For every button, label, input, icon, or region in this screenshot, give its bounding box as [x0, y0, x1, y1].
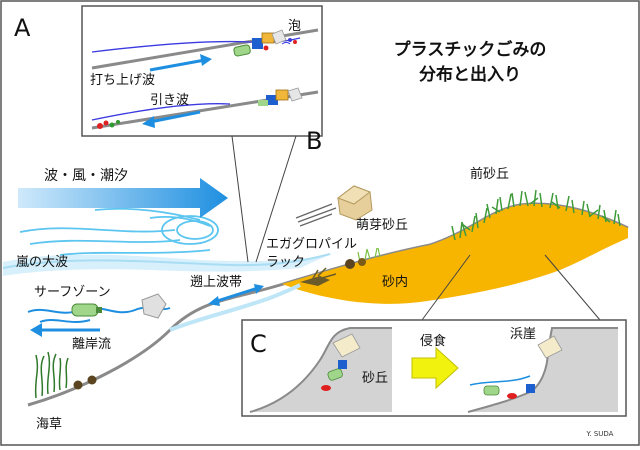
label-rip-current: 離岸流 [72, 337, 111, 352]
sea-urchin [87, 375, 97, 385]
storm-water-line [2, 253, 331, 269]
backwash-arrow [142, 110, 201, 128]
dune-after [468, 328, 618, 412]
label-foam: 泡 [288, 19, 301, 34]
label-wrack-line-1: エガグロパイル [266, 237, 357, 252]
swash-double-arrow [208, 284, 264, 306]
label-uprush: 打ち上げ波 [90, 73, 155, 88]
label-swash-zone: 遡上波帯 [190, 275, 242, 290]
label-dune: 砂丘 [362, 371, 388, 386]
erosion-arrow [411, 346, 459, 390]
credit-text: Y. SUDA [586, 430, 614, 438]
wrack-debris [300, 258, 366, 286]
waves-wind-tide-arrow [18, 178, 228, 218]
panel-b-connector [231, 135, 297, 263]
rip-current-arrow [30, 323, 100, 337]
backwash-waterline [91, 103, 231, 121]
panel-label-c: C [250, 330, 267, 358]
label-erosion: 侵食 [420, 333, 446, 349]
label-seaweed: 海草 [36, 417, 62, 432]
floating-box [141, 293, 167, 319]
label-wrack-line-2: ラック [266, 255, 305, 270]
panel-label-b: B [306, 127, 322, 155]
label-waves-wind-tide: 波・風・潮汐 [44, 168, 128, 184]
floating-bottle [71, 303, 102, 317]
dune-before-debris [321, 333, 361, 391]
sand-body [282, 204, 628, 304]
cardboard-box [336, 185, 373, 221]
label-cliff: 浜崖 [510, 327, 536, 342]
panel-c-connector [421, 254, 601, 321]
panel-b-debris-bottom [97, 87, 303, 129]
seaweed-plants [34, 351, 69, 399]
label-in-sand: 砂内 [382, 274, 408, 290]
title-line-2: 分布と出入り [419, 64, 521, 85]
panel-b-frame [81, 5, 323, 137]
label-backwash: 引き波 [150, 93, 189, 108]
foredune-grass [451, 189, 621, 241]
title-line-1: プラスチックごみの [394, 39, 547, 60]
label-surf-zone: サーフゾーン [34, 285, 111, 300]
cliff-waterline [469, 375, 531, 386]
panel-b-debris-top [233, 29, 297, 57]
label-storm-waves: 嵐の大波 [16, 255, 68, 270]
panel-label-a: A [14, 14, 31, 42]
sea-urchin [73, 380, 83, 390]
embryo-dune-grass [357, 247, 381, 263]
wind-swirls [19, 207, 219, 256]
label-embryo-dune: 萌芽砂丘 [356, 218, 408, 233]
label-foredune: 前砂丘 [470, 166, 509, 182]
dune-after-debris [483, 335, 563, 399]
swash-water [169, 283, 301, 332]
uprush-arrow [149, 54, 212, 72]
drift-sticks [295, 203, 337, 227]
